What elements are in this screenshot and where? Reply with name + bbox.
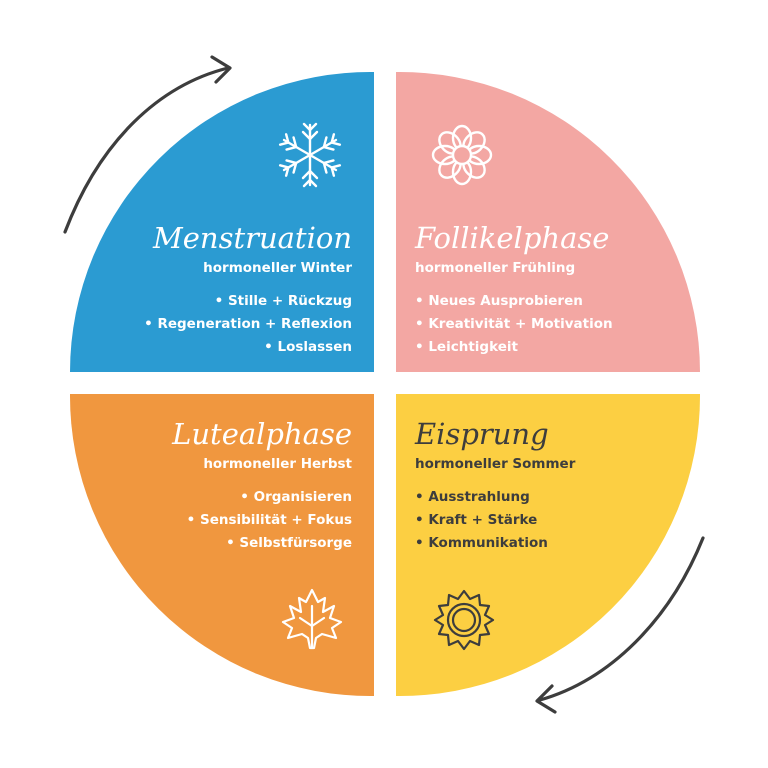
menstruation-item: • Regeneration + Reflexion <box>144 316 352 332</box>
clockwise-arrow-icon <box>63 55 232 234</box>
lutealphase-title: Lutealphase <box>171 417 352 451</box>
eisprung-subtitle: hormoneller Sommer <box>415 456 576 472</box>
menstruation-title: Menstruation <box>152 221 352 255</box>
snowflake-icon <box>278 122 342 188</box>
menstruation-item: • Stille + Rückzug <box>215 293 352 309</box>
clockwise-arrow-icon <box>535 536 705 714</box>
quadrant-eisprung <box>396 394 701 697</box>
follikelphase-item: • Neues Ausprobieren <box>415 293 583 309</box>
eisprung-title: Eisprung <box>414 417 549 451</box>
sun-icon <box>433 589 495 651</box>
eisprung-item: • Ausstrahlung <box>415 489 530 505</box>
lutealphase-subtitle: hormoneller Herbst <box>203 456 352 472</box>
lutealphase-item: • Selbstfürsorge <box>226 535 352 551</box>
eisprung-item: • Kommunikation <box>415 535 548 551</box>
flower-icon <box>431 124 493 186</box>
lutealphase-item: • Organisieren <box>240 489 352 505</box>
maple-leaf-icon <box>281 588 343 650</box>
quadrant-lutealphase <box>69 394 374 697</box>
follikelphase-item: • Leichtigkeit <box>415 339 518 355</box>
menstruation-subtitle: hormoneller Winter <box>203 260 352 276</box>
menstruation-item: • Loslassen <box>264 339 352 355</box>
follikelphase-subtitle: hormoneller Frühling <box>415 260 575 276</box>
eisprung-item: • Kraft + Stärke <box>415 512 537 528</box>
follikelphase-title: Follikelphase <box>414 221 609 255</box>
lutealphase-item: • Sensibilität + Fokus <box>187 512 352 528</box>
follikelphase-item: • Kreativität + Motivation <box>415 316 613 332</box>
